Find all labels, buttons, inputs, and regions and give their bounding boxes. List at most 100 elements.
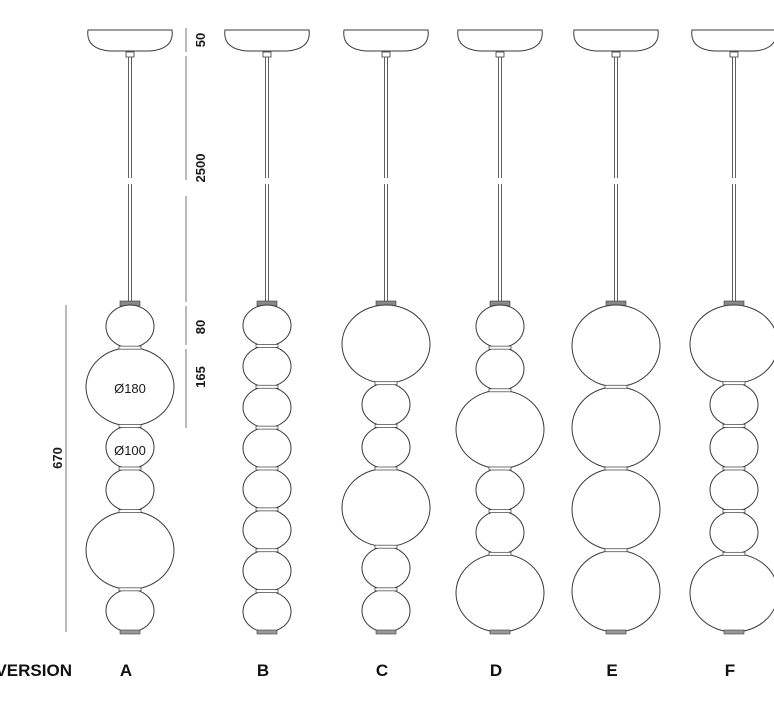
large-bead-diameter-label: Ø180 — [114, 381, 146, 396]
cable-fixing — [729, 51, 739, 58]
bead-joint — [374, 423, 398, 428]
lamp-version-b — [224, 29, 310, 635]
total-height-label: 670 — [50, 447, 65, 469]
canopy — [343, 29, 429, 52]
bead-joint — [255, 425, 279, 430]
small-glass-bead — [242, 304, 292, 347]
bead-joint — [374, 587, 398, 592]
large-glass-bead — [455, 553, 545, 633]
version-label-b: B — [257, 661, 269, 680]
large-glass-bead — [689, 304, 774, 384]
second-bead-height-label: 165 — [193, 366, 208, 388]
bottom-cap — [723, 629, 745, 635]
small-glass-bead — [105, 304, 155, 349]
version-label-a: A — [120, 661, 132, 680]
canopy — [573, 29, 659, 52]
small-glass-bead — [475, 347, 525, 391]
bead-joint — [488, 345, 512, 350]
lamp-version-f — [689, 29, 774, 635]
version-labels: A B C D E F — [120, 661, 735, 680]
small-glass-bead — [709, 382, 759, 427]
small-glass-bead — [242, 468, 292, 510]
bead-joint — [722, 509, 746, 514]
canopy — [691, 29, 774, 52]
bead-joint — [488, 509, 512, 514]
small-glass-bead — [361, 546, 411, 590]
large-glass-bead — [689, 553, 774, 633]
small-glass-bead — [361, 382, 411, 427]
small-glass-bead — [475, 510, 525, 555]
bottom-cap — [605, 629, 627, 635]
bead-joint — [604, 466, 628, 471]
lamp-version-c — [341, 29, 431, 635]
bead-joint — [118, 466, 142, 471]
small-glass-bead — [361, 588, 411, 633]
bead-joint — [722, 423, 746, 428]
small-glass-bead — [242, 427, 292, 469]
lamp-version-d — [455, 29, 545, 635]
small-glass-bead — [242, 386, 292, 429]
version-label-f: F — [725, 661, 735, 680]
version-label-e: E — [606, 661, 617, 680]
bead-joint — [722, 381, 746, 386]
version-label-c: C — [376, 661, 388, 680]
small-glass-bead — [105, 468, 155, 512]
bottom-cap — [489, 629, 511, 635]
canopy — [224, 29, 310, 52]
bead-joint — [374, 466, 398, 471]
small-glass-bead — [709, 468, 759, 512]
bead-joint — [604, 548, 628, 553]
large-glass-bead — [455, 389, 545, 469]
bead-joint — [255, 589, 279, 593]
bead-joint — [374, 544, 398, 549]
bead-joint — [118, 509, 142, 514]
bead-joint — [604, 384, 628, 389]
large-glass-bead — [571, 386, 661, 469]
cable-fixing — [262, 51, 272, 58]
canopy — [87, 29, 173, 52]
bead-joint — [255, 384, 279, 389]
version-label-d: D — [490, 661, 502, 680]
large-glass-bead — [341, 468, 431, 548]
bead-joint — [488, 466, 512, 471]
bead-joint — [255, 548, 279, 553]
small-glass-bead — [475, 468, 525, 512]
canopy — [457, 29, 543, 52]
bead-joint — [722, 466, 746, 471]
large-glass-bead — [341, 304, 431, 384]
small-glass-bead — [709, 510, 759, 555]
bead-joint — [118, 587, 142, 592]
large-glass-bead — [571, 304, 661, 388]
small-glass-bead — [709, 425, 759, 470]
small-glass-bead — [242, 345, 292, 388]
lamp-version-a — [85, 29, 175, 635]
bead-joint — [488, 551, 512, 556]
bead-joint — [118, 423, 142, 428]
large-glass-bead — [571, 468, 661, 551]
version-heading: VERSION — [0, 661, 72, 680]
bead-joint — [118, 345, 142, 350]
bottom-cap — [119, 629, 141, 635]
canopy-height-label: 50 — [193, 33, 208, 47]
cable-fixing — [125, 51, 135, 58]
small-glass-bead — [242, 590, 292, 633]
bead-joint — [722, 551, 746, 556]
cable-fixing — [611, 51, 621, 58]
large-glass-bead — [85, 510, 175, 590]
bead-joint — [255, 344, 279, 348]
bottom-cap — [375, 629, 397, 635]
small-glass-bead — [361, 425, 411, 470]
bead-joint — [255, 466, 279, 471]
small-glass-bead — [242, 549, 292, 592]
cable-length-label: 2500 — [193, 154, 208, 183]
small-bead-diameter-label: Ø100 — [114, 443, 146, 458]
lamps-group — [85, 29, 774, 635]
bead-joint — [488, 388, 512, 393]
dimension-lines — [65, 28, 187, 632]
cable-fixing — [495, 51, 505, 58]
bottom-cap — [256, 629, 278, 635]
small-glass-bead — [475, 304, 525, 349]
lamp-version-e — [571, 29, 661, 635]
small-glass-bead — [242, 508, 292, 551]
